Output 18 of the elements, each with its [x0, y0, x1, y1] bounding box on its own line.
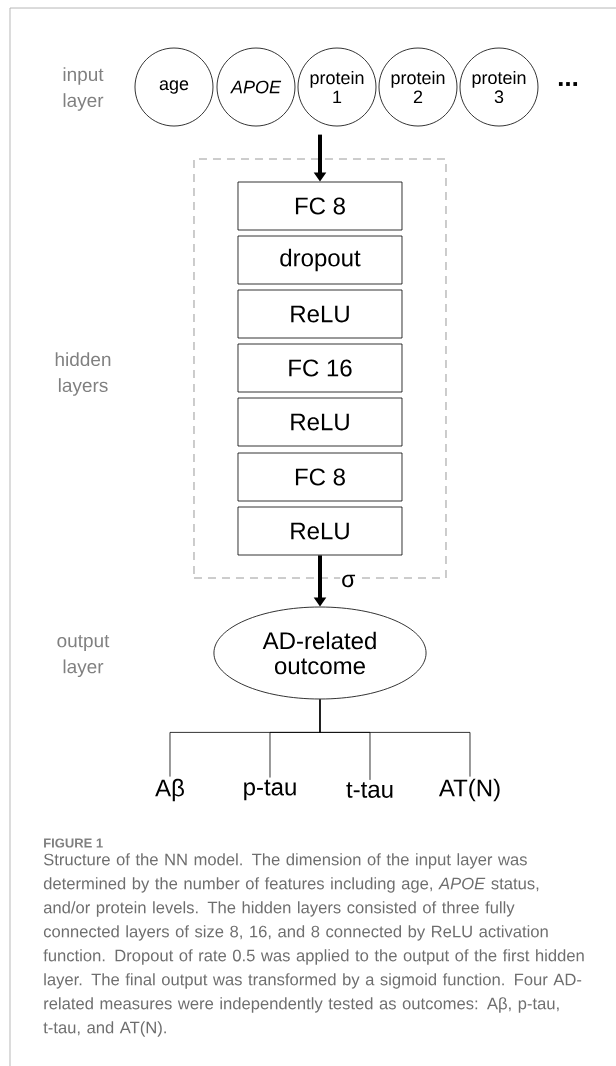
layer-label: hidden layers — [55, 352, 111, 396]
layer-box: dropout — [237, 235, 403, 285]
layer-box: ReLU — [237, 289, 403, 339]
outcome-label: Aβ — [155, 778, 184, 802]
outcome-label: AT(N) — [438, 778, 500, 802]
layer-box: ReLU — [237, 397, 403, 447]
layer-box: FC 8 — [237, 452, 403, 502]
caption-text: Structure of the NN model. The dimension of the input layer was determined by the number of features including age, APOE status, and/or protein levels. The hidden layers consisted of three fully connected layers of size 8, 16, and 8 connected by ReLU activation function. Dropout of rate 0.5 was applied to the output of the first hidden layer. The final output was transformed by a sigmoid function. Four AD-related measures were independently tested as outcomes: Aβ, p-tau, t-tau, and AT(N). — [43, 853, 584, 1037]
layer-box: FC 16 — [237, 343, 403, 393]
layer-label: output layer — [57, 634, 110, 678]
layer-box: ReLU — [237, 506, 403, 556]
outcome-label: p-tau — [244, 779, 296, 801]
outcome-label: t-tau — [346, 782, 393, 798]
figure-number: FIGURE 1 — [44, 838, 103, 848]
connector-line — [319, 699, 471, 777]
edge-label: σ — [340, 573, 357, 589]
layer-label: input layer — [63, 67, 104, 111]
layer-box: FC 8 — [237, 181, 403, 231]
